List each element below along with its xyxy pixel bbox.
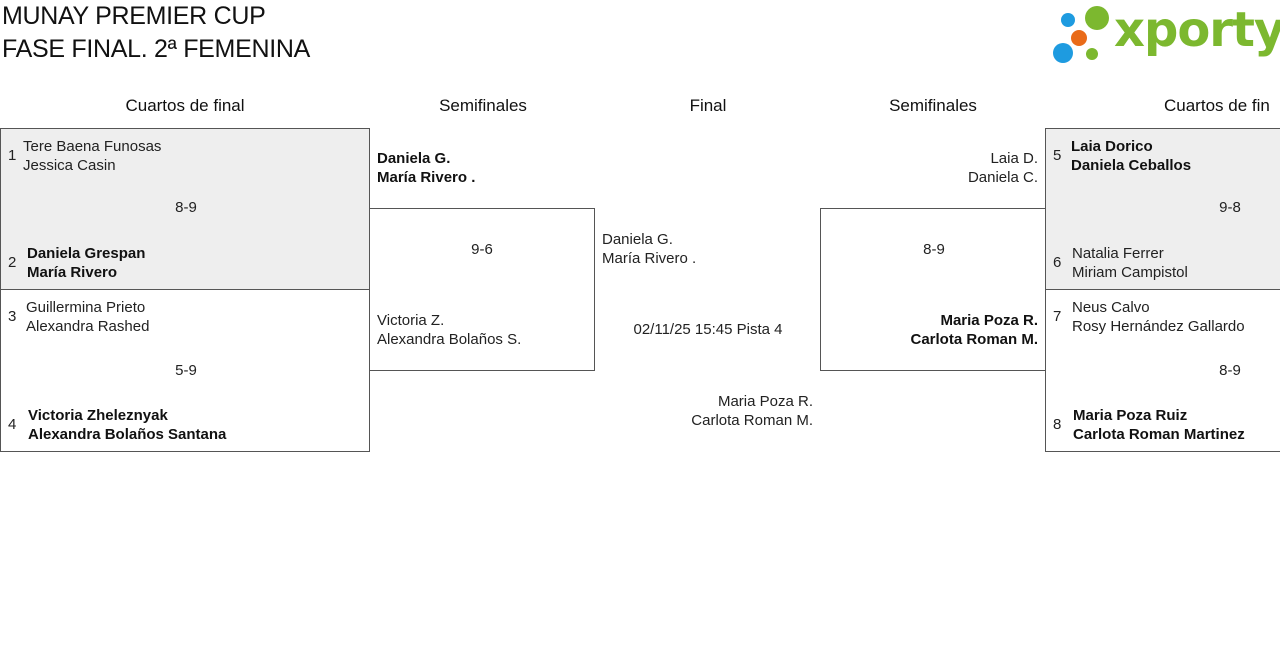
player-name: María Rivero . xyxy=(377,169,476,186)
player-name: Carlota Roman M. xyxy=(691,412,813,429)
player-name: Miriam Campistol xyxy=(1072,264,1188,281)
col-right-quarters: Cuartos de fin xyxy=(1164,96,1270,115)
left-qf2-team2: Victoria Zheleznyak Alexandra Bolaños Sa… xyxy=(28,406,226,444)
player-name: Victoria Zheleznyak xyxy=(28,407,168,424)
player-name: Alexandra Rashed xyxy=(26,318,150,335)
player-name: Maria Poza Ruiz xyxy=(1073,407,1188,424)
left-sf-bracket[interactable]: 9-6 xyxy=(369,208,595,371)
final-team1: Daniela G. María Rivero . xyxy=(602,230,696,268)
right-qf1-team1: Laia Dorico Daniela Ceballos xyxy=(1071,137,1191,175)
player-name: Daniela G. xyxy=(377,150,451,167)
player-name: Rosy Hernández Gallardo xyxy=(1072,318,1245,335)
player-name: Guillermina Prieto xyxy=(26,299,146,316)
seed-3: 3 xyxy=(8,308,17,325)
left-qf2-score: 5-9 xyxy=(175,362,197,379)
left-qf2-match[interactable]: 3 Guillermina Prieto Alexandra Rashed 5-… xyxy=(0,289,370,452)
seed-6: 6 xyxy=(1053,254,1062,271)
right-qf1-match[interactable]: 5 Laia Dorico Daniela Ceballos 9-8 6 Nat… xyxy=(1045,128,1280,290)
right-qf2-score: 8-9 xyxy=(1219,362,1241,379)
right-qf1-team2: Natalia Ferrer Miriam Campistol xyxy=(1072,244,1188,282)
player-name: Tere Baena Funosas xyxy=(23,138,162,155)
player-name: María Rivero xyxy=(27,264,118,281)
tournament-title: MUNAY PREMIER CUP xyxy=(2,2,266,30)
player-name: Daniela C. xyxy=(967,169,1038,186)
col-left-quarters: Cuartos de final xyxy=(125,96,245,115)
player-name: Victoria Z. xyxy=(377,312,445,329)
col-right-semis: Semifinales xyxy=(889,96,977,115)
right-sf-bracket[interactable]: 8-9 xyxy=(820,208,1046,371)
player-name: Alexandra Bolaños Santana xyxy=(28,426,227,443)
player-name: Daniela Ceballos xyxy=(1071,157,1192,174)
left-qf1-match[interactable]: 1 Tere Baena Funosas Jessica Casin 8-9 2… xyxy=(0,128,370,290)
tournament-subtitle: FASE FINAL. 2ª FEMENINA xyxy=(2,35,310,63)
seed-4: 4 xyxy=(8,416,17,433)
final-team2: Maria Poza R. Carlota Roman M. xyxy=(613,392,813,430)
right-qf2-team2: Maria Poza Ruiz Carlota Roman Martinez xyxy=(1073,406,1245,444)
seed-5: 5 xyxy=(1053,147,1062,164)
player-name: María Rivero . xyxy=(602,250,697,267)
xporty-logo-dots-icon xyxy=(1053,6,1109,63)
player-name: Daniela G. xyxy=(602,231,673,248)
player-name: Alexandra Bolaños S. xyxy=(377,331,522,348)
seed-7: 7 xyxy=(1053,308,1062,325)
player-name: Laia D. xyxy=(990,150,1038,167)
left-qf1-team1: Tere Baena Funosas Jessica Casin xyxy=(23,137,161,175)
right-sf-team1: Laia D. Daniela C. xyxy=(838,149,1038,187)
right-qf2-team1: Neus Calvo Rosy Hernández Gallardo xyxy=(1072,298,1245,336)
player-name: Carlota Roman Martinez xyxy=(1073,426,1245,443)
player-name: Maria Poza R. xyxy=(940,312,1038,329)
final-schedule: 02/11/25 15:45 Pista 4 xyxy=(633,321,783,338)
left-sf-score: 9-6 xyxy=(471,241,493,258)
player-name: Natalia Ferrer xyxy=(1072,245,1164,262)
col-final: Final xyxy=(689,96,727,115)
xporty-logo-text: xporty xyxy=(1114,2,1280,58)
player-name: Daniela Grespan xyxy=(27,245,146,262)
player-name: Maria Poza R. xyxy=(717,393,813,410)
col-left-semis: Semifinales xyxy=(439,96,527,115)
player-name: Laia Dorico xyxy=(1071,138,1153,155)
xporty-logo: xporty xyxy=(1052,2,1280,68)
right-qf1-score: 9-8 xyxy=(1219,199,1241,216)
player-name: Carlota Roman M. xyxy=(910,331,1038,348)
player-name: Neus Calvo xyxy=(1072,299,1150,316)
right-sf-team2: Maria Poza R. Carlota Roman M. xyxy=(838,311,1038,349)
left-sf-team1: Daniela G. María Rivero . xyxy=(377,149,475,187)
right-sf-score: 8-9 xyxy=(923,241,945,258)
seed-8: 8 xyxy=(1053,416,1062,433)
player-name: Jessica Casin xyxy=(23,157,116,174)
left-qf2-team1: Guillermina Prieto Alexandra Rashed xyxy=(26,298,149,336)
right-qf2-match[interactable]: 7 Neus Calvo Rosy Hernández Gallardo 8-9… xyxy=(1045,289,1280,452)
left-qf1-team2: Daniela Grespan María Rivero xyxy=(27,244,145,282)
seed-2: 2 xyxy=(8,254,17,271)
seed-1: 1 xyxy=(8,147,17,164)
left-sf-team2: Victoria Z. Alexandra Bolaños S. xyxy=(377,311,521,349)
left-qf1-score: 8-9 xyxy=(175,199,197,216)
